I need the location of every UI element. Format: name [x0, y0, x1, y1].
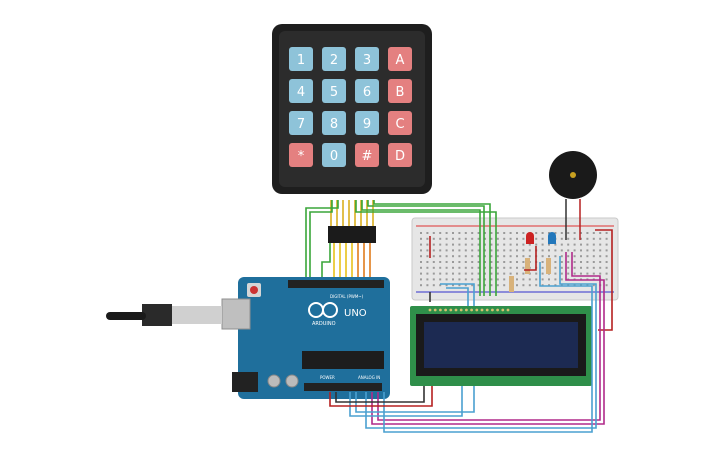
keypad-connector	[328, 226, 376, 243]
keypad-key[interactable]: 0	[322, 143, 346, 167]
keypad-key[interactable]: B	[388, 79, 412, 103]
arduino-brand: ARDUINO	[312, 321, 336, 327]
keypad-key-label: 0	[330, 149, 338, 164]
keypad-key-label: #	[362, 149, 373, 164]
keypad-key-label: 3	[363, 53, 371, 68]
keypad-key[interactable]: *	[289, 143, 313, 167]
keypad-key[interactable]: 3	[355, 47, 379, 71]
keypad-key-label: 9	[363, 117, 371, 132]
keypad-key[interactable]: 4	[289, 79, 313, 103]
analog-label: ANALOG IN	[358, 375, 380, 380]
atmega-chip	[302, 351, 384, 369]
keypad-key[interactable]: 6	[355, 79, 379, 103]
arduino-logo	[308, 302, 338, 318]
keypad-key-label: *	[298, 149, 305, 164]
keypad-key-label: C	[395, 117, 404, 132]
red-led	[526, 232, 534, 244]
circuit-wires	[329, 229, 613, 433]
power-analog-header	[304, 383, 382, 391]
keypad-key-label: 1	[297, 53, 305, 68]
keypad-key[interactable]: A	[388, 47, 412, 71]
arduino-model: UNO	[344, 308, 367, 319]
keypad-key-label: A	[396, 53, 405, 68]
keypad-key[interactable]: 1	[289, 47, 313, 71]
keypad-key-label: 2	[330, 53, 338, 68]
power-jack	[232, 372, 258, 392]
lcd-screen	[424, 322, 578, 368]
keypad-key[interactable]: C	[388, 111, 412, 135]
resistor	[509, 258, 551, 292]
keypad-key[interactable]: 2	[322, 47, 346, 71]
keypad-key-label: 8	[330, 117, 338, 132]
keypad-key[interactable]: #	[355, 143, 379, 167]
keypad-key[interactable]: 5	[322, 79, 346, 103]
usb-connector	[221, 298, 251, 330]
keypad-key-label: D	[395, 149, 405, 164]
piezo-buzzer	[549, 151, 597, 240]
keypad-key[interactable]: 8	[322, 111, 346, 135]
breadboard-holes	[420, 232, 608, 287]
capacitor	[267, 374, 281, 388]
keypad-key-label: 6	[363, 85, 371, 100]
keypad-key[interactable]: 9	[355, 111, 379, 135]
breadboard[interactable]	[411, 217, 619, 301]
capacitor	[285, 374, 299, 388]
keypad-key[interactable]: D	[388, 143, 412, 167]
power-label: POWER	[320, 375, 335, 380]
digital-header	[288, 280, 384, 288]
keypad-key-label: 5	[330, 85, 338, 100]
keypad-key-label: 7	[297, 117, 305, 132]
keypad-key-label: B	[396, 85, 405, 100]
arduino-uno[interactable]: ARDUINO UNO DIGITAL (PWM~) POWER ANALOG …	[221, 277, 390, 399]
keypad-4x4[interactable]: 1 2 3 A 4 5 6 B 7 8 9 C * 0 # D	[272, 24, 432, 243]
lcd-16x2[interactable]	[410, 306, 592, 386]
lcd-pins	[428, 308, 510, 312]
digital-label: DIGITAL (PWM~)	[330, 294, 364, 299]
keypad-key[interactable]: 7	[289, 111, 313, 135]
usb-cable	[106, 304, 222, 326]
blue-led	[548, 232, 556, 244]
keypad-key-label: 4	[297, 85, 305, 100]
